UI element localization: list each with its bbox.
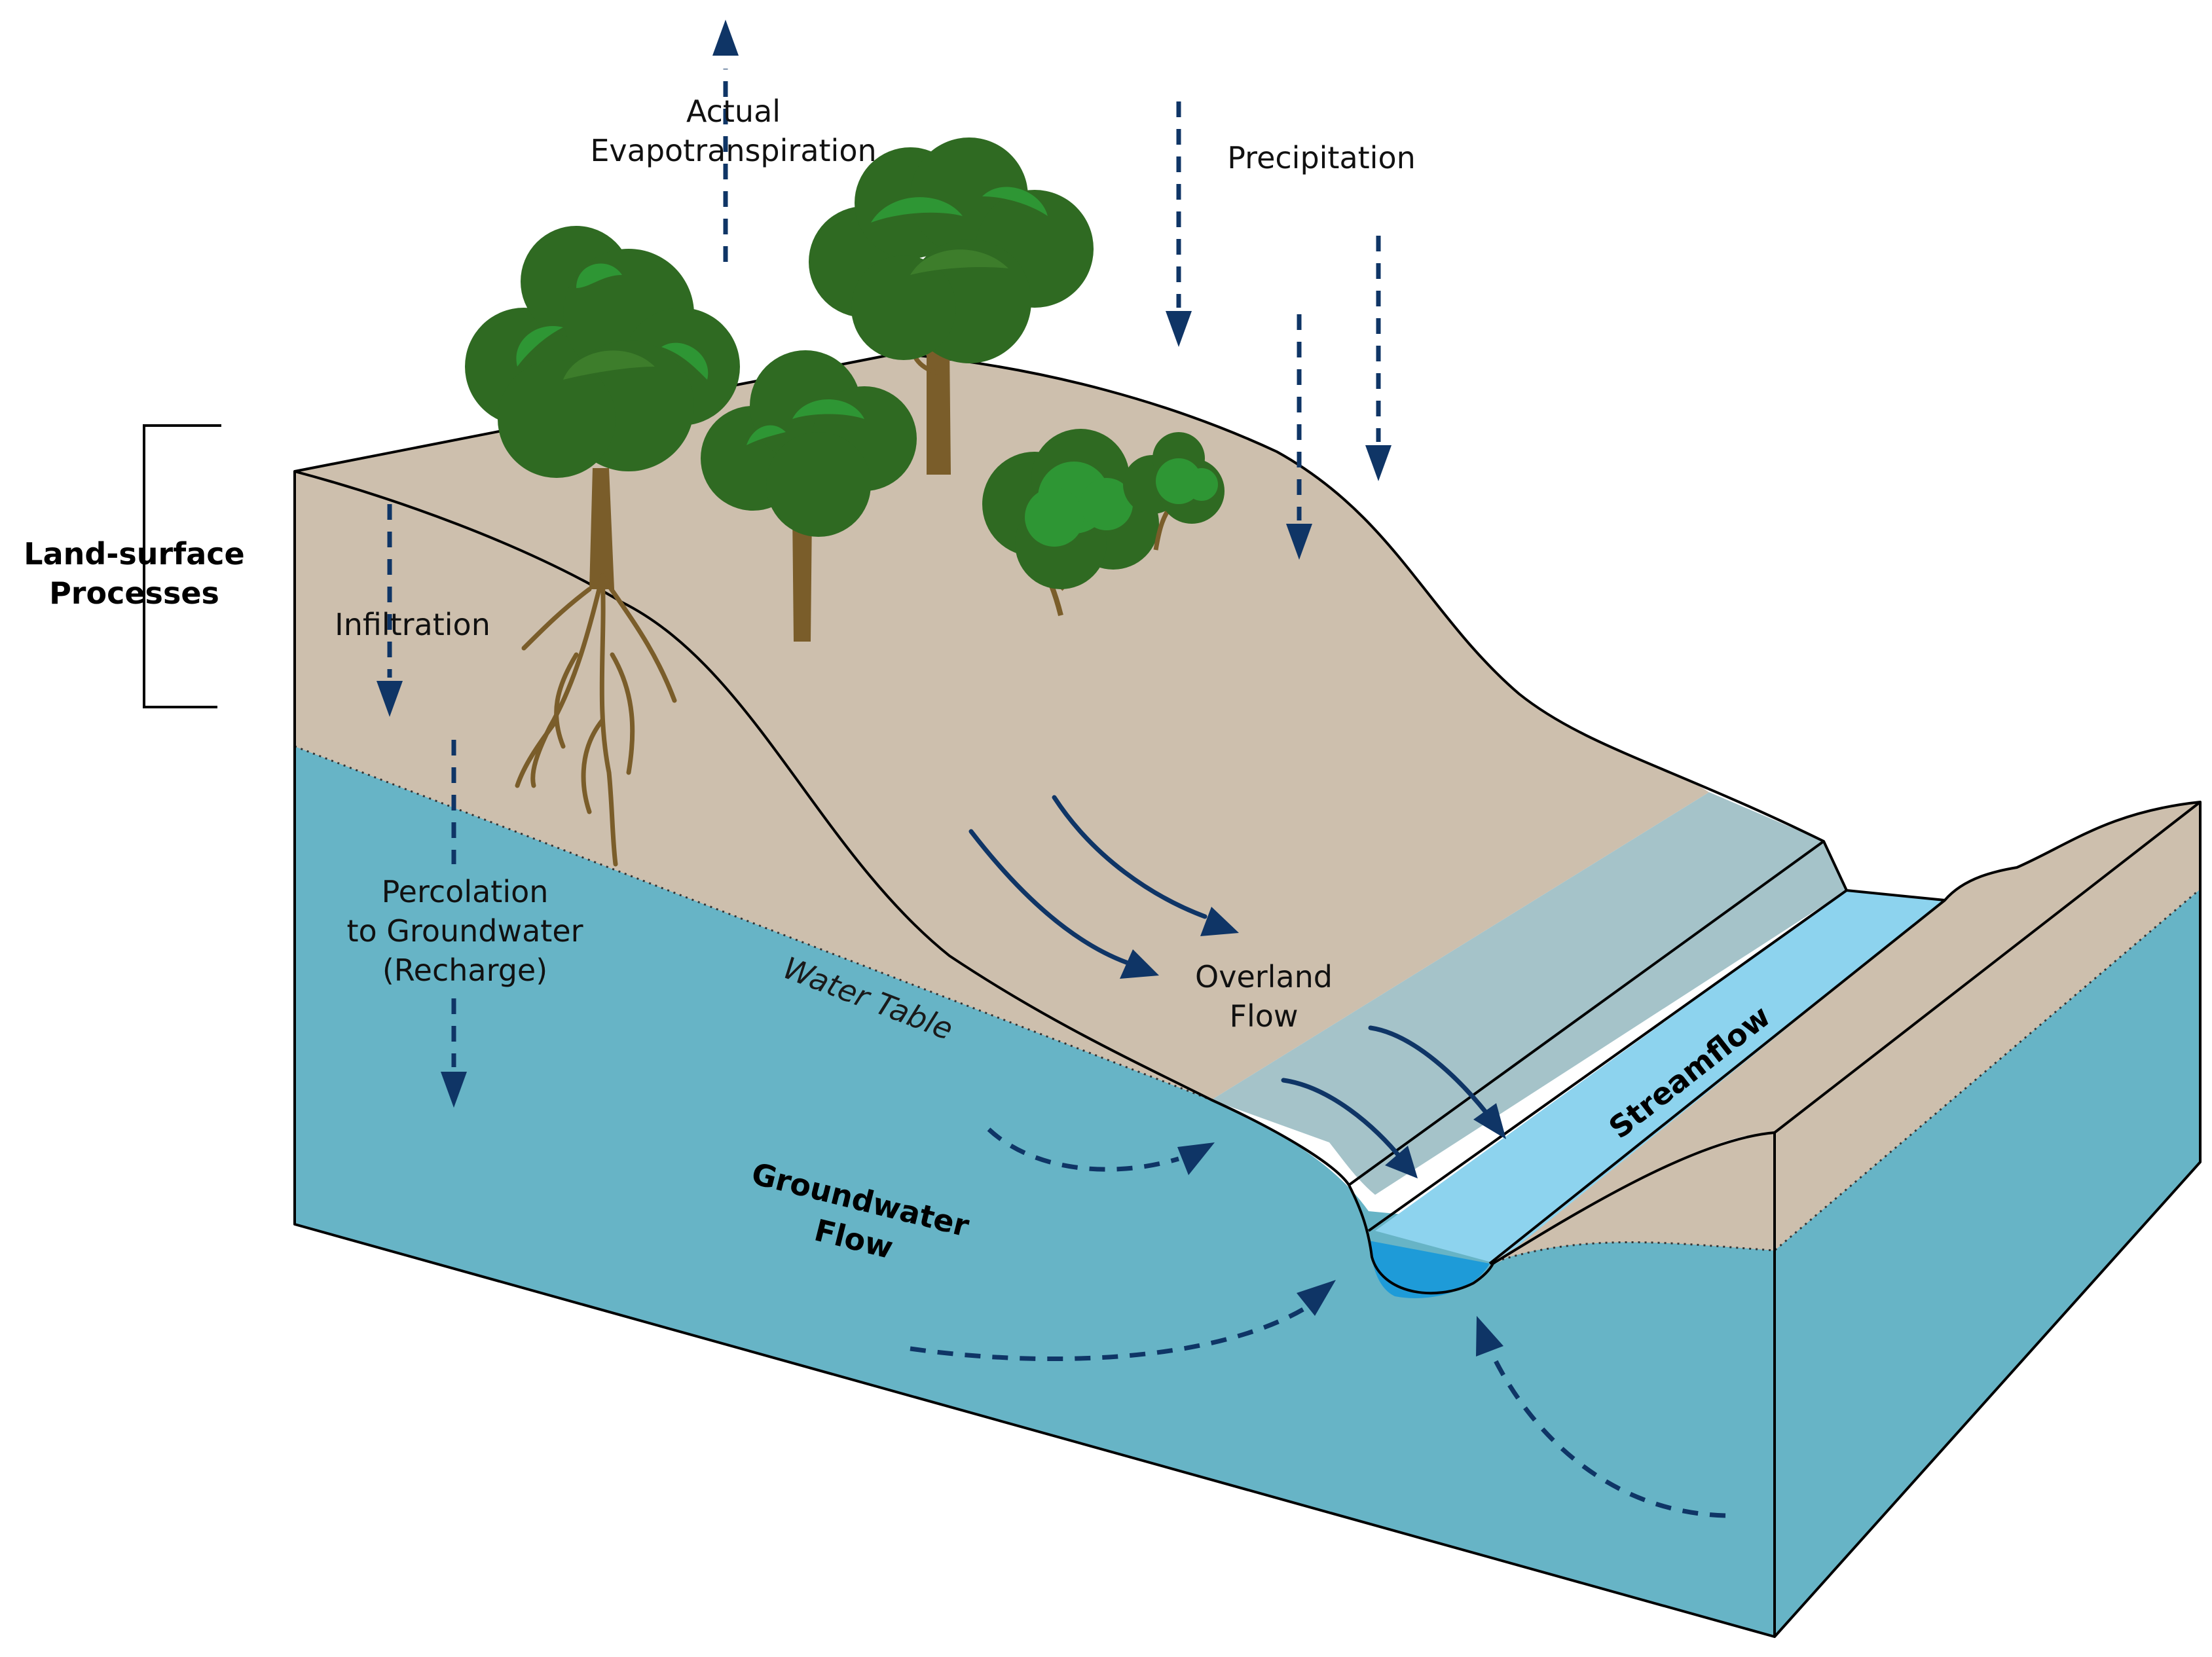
far-bank-ridge-line [1773,801,2202,1134]
overland-flow-arrow [968,829,1129,965]
percolation-label-line3: (Recharge) [382,953,547,988]
precipitation-arrowhead [1166,311,1192,347]
channel-outline [1348,1131,1775,1295]
overland-flow-arrow [1281,1078,1404,1161]
groundwater-flow-arrowhead [1177,1142,1215,1175]
trees [465,137,1225,867]
water-table-line [294,745,1212,1101]
precipitation-arrowhead [1365,445,1392,481]
percolation-label-line1: Percolation [382,874,549,909]
stream-left-bank-line [1367,889,1848,1232]
groundwater-right-face [1775,889,2200,1637]
overland-flow-arrow [1368,1025,1489,1116]
far-bank-top [1496,802,2200,1264]
overland-flow-arrowhead [1120,949,1159,979]
percolation-label-line2: to Groundwater [346,913,583,949]
overland-flow-arrow [1052,795,1207,919]
precipitation-label: Precipitation [1227,140,1416,175]
infiltration-label: Infiltration [335,607,490,642]
hillslope-profile-line [294,470,1350,1186]
overland-flow-arrowhead [1385,1146,1418,1178]
tree-icon [809,137,1094,475]
land-surface-label-line1: Land-surface [24,536,244,572]
precipitation-arrowhead [1286,524,1312,560]
far-bank-right-face [1775,802,2200,1250]
shrub-icon [1123,432,1225,551]
overland-flow-label-line2: Flow [1229,998,1298,1034]
infiltration-arrowhead [377,681,403,717]
overland-flow-arrowhead [1473,1103,1506,1139]
riparian-zone [1211,792,1847,1195]
tree-icon [701,350,917,642]
block-outline [293,352,2202,1638]
groundwater-flow-arrow [987,1127,1180,1172]
stream-channel [1369,1241,1490,1298]
groundwater-flow-arrowhead [1297,1280,1336,1316]
groundwater-flow-arrow [910,1307,1304,1362]
stream-surface [1375,890,1945,1264]
shrub-icon [982,429,1159,616]
overland-flow-arrowhead [1200,907,1239,936]
stream-right-bank-line [1488,899,1946,1265]
riparian-edge-line [1348,840,1825,1186]
evapotranspiration-arrowhead [712,20,739,56]
far-bank-front-face [1490,1133,1775,1264]
land-surface-label-line2: Processes [49,575,219,611]
groundwater-front-face [295,746,1775,1637]
percolation-arrowhead [441,1072,467,1108]
hillslope-top-surface [295,354,1709,1100]
actual-et-label-line2: Evapotranspiration [590,133,876,168]
actual-et-label-line1: Actual [686,94,781,129]
groundwater-flow-arrowhead [1476,1316,1503,1357]
land-surface-bracket [143,424,221,708]
overland-flow-label-line1: Overland [1195,959,1333,994]
tree-icon [465,226,740,867]
soil-front-face [295,471,1211,1100]
